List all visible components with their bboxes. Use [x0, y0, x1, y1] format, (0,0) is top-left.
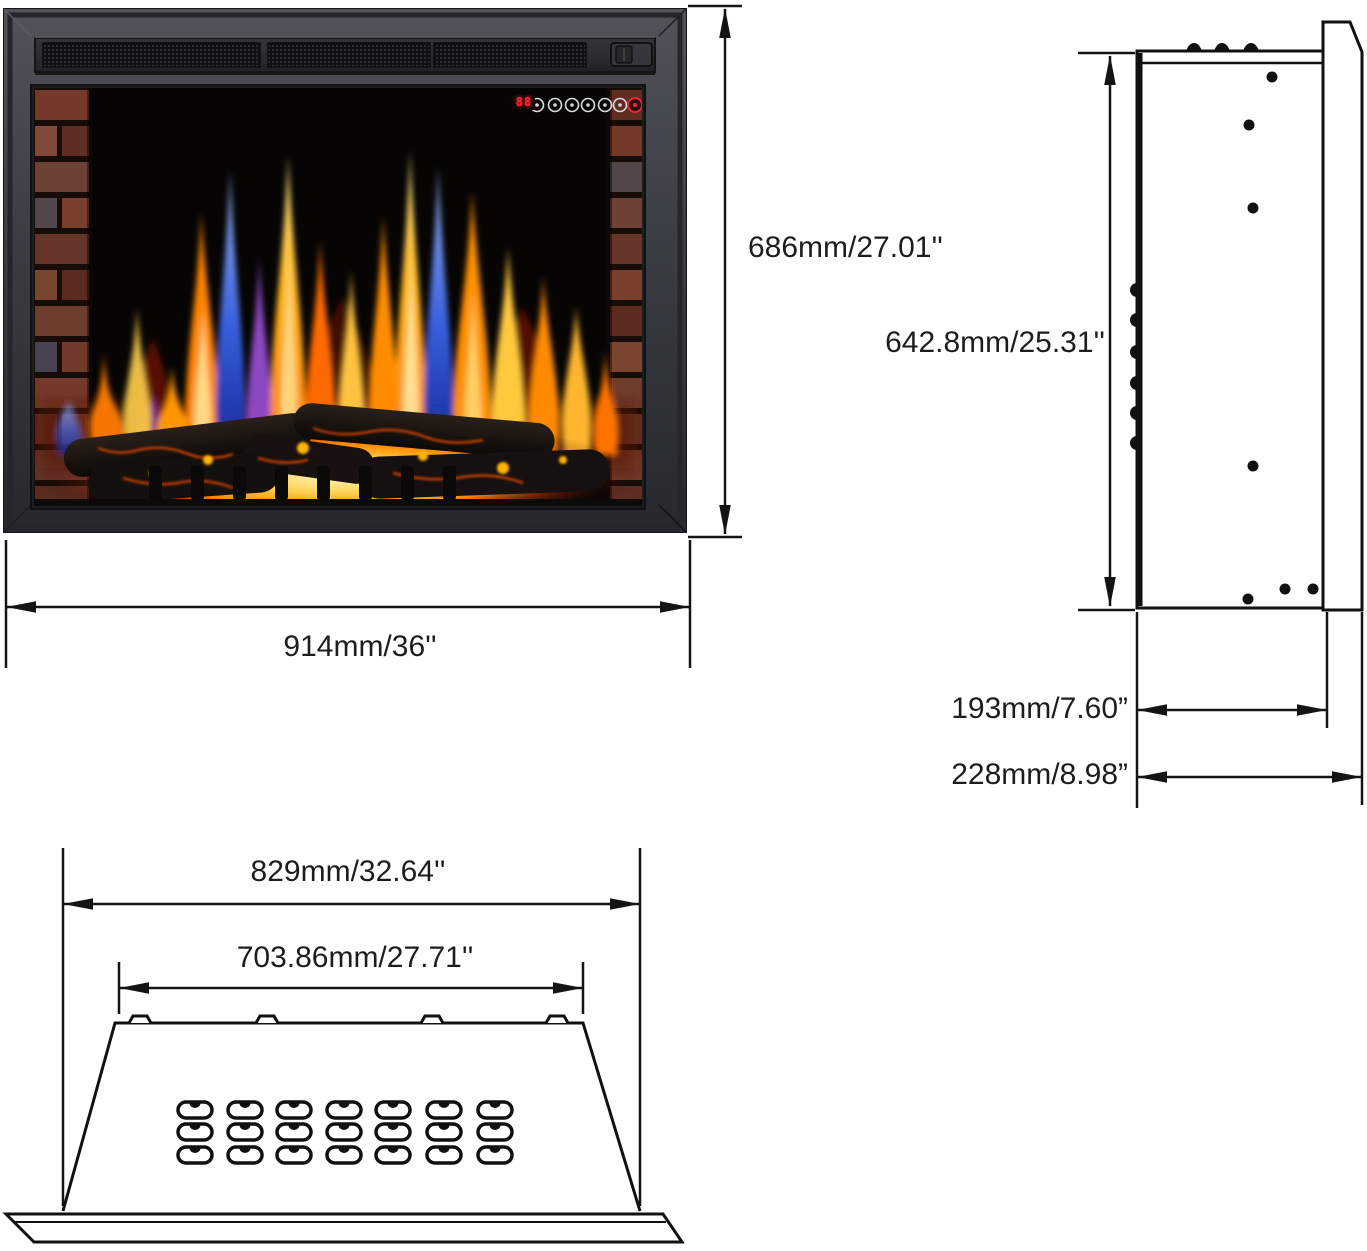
top-vent-bar [34, 36, 656, 73]
side-depth-inner-dimension-label: 193mm/7.60” [951, 692, 1128, 725]
front-height-dimension-label: 686mm/27.01'' [748, 231, 943, 264]
led-temperature-display: 88 [513, 95, 535, 110]
fireplace-front-photo [3, 8, 687, 533]
top-view-mounting-tabs [127, 1014, 570, 1024]
power-switch [610, 42, 653, 67]
vent-grille-left [42, 42, 261, 68]
grate [149, 466, 456, 500]
top-opening-width-dimension-label: 703.86mm/27.71'' [236, 941, 474, 974]
vent-grille-center [267, 42, 431, 68]
top-rear-width-dimension-label: 829mm/32.64'' [250, 855, 446, 888]
side-view-drawing [1078, 20, 1364, 808]
side-view-front-flange [1321, 20, 1364, 612]
side-view-holes [1242, 71, 1319, 605]
side-view-top-screws [1186, 43, 1259, 51]
top-view-drawing [2, 848, 685, 1244]
top-view-body [61, 1021, 642, 1212]
side-view-body [1135, 49, 1325, 610]
front-width-dimension-label: 914mm/36'' [283, 630, 437, 663]
top-view-vents [176, 1100, 514, 1165]
side-view-louvers [1130, 283, 1137, 450]
top-view-front-flange [2, 1212, 685, 1244]
vent-grille-right [433, 42, 587, 68]
side-depth-outer-dimension-label: 228mm/8.98” [951, 758, 1128, 791]
firebox-sill [33, 499, 643, 507]
side-height-dimension-label: 642.8mm/25.31'' [885, 326, 1105, 359]
